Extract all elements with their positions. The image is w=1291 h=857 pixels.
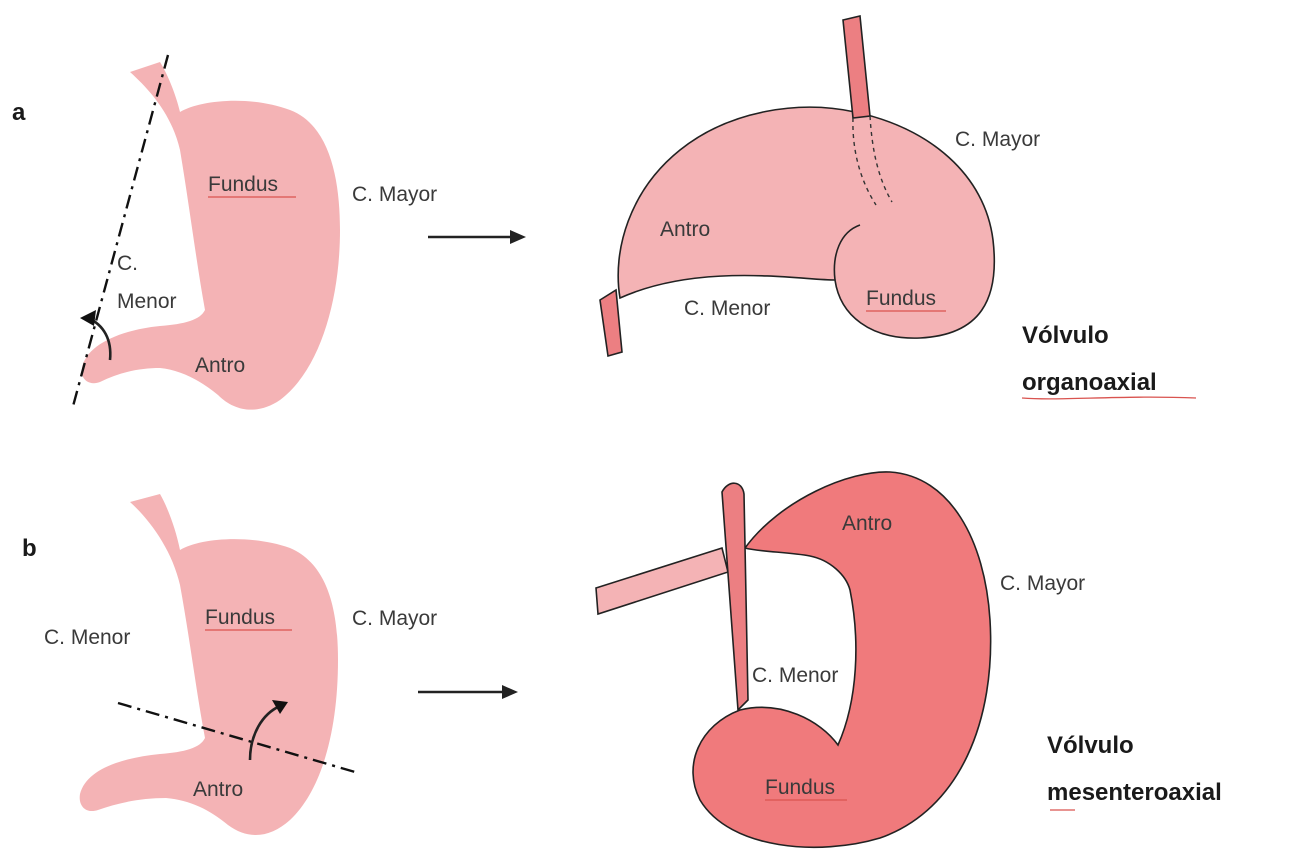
panel-b-before-c-mayor: C. Mayor [352, 607, 437, 630]
panel-a-organoaxial-stomach: C. Mayor Antro C. Menor Fundus [600, 16, 1040, 356]
panel-a-rotation-arrowhead [80, 310, 96, 326]
panel-b-before-c-menor: C. Menor [44, 626, 130, 649]
panel-a-volvulus-esophagus [843, 16, 870, 118]
panel-a-before-antro: Antro [195, 354, 245, 377]
panel-b-before-fundus: Fundus [205, 606, 275, 629]
panel-b-title-1: Vólvulo [1047, 732, 1134, 759]
panel-b-normal-stomach: Fundus C. Menor C. Mayor Antro [44, 494, 437, 835]
panel-a-after-c-mayor: C. Mayor [955, 128, 1040, 151]
panel-a-before-fundus: Fundus [208, 173, 278, 196]
panel-b-after-c-mayor: C. Mayor [1000, 572, 1085, 595]
panel-b-title-2: mesenteroaxial [1047, 779, 1222, 806]
panel-b-volvulus-duodenum [596, 548, 728, 614]
panel-b-after-c-menor: C. Menor [752, 664, 838, 687]
panel-a-normal-stomach: Fundus C. Mayor C. Menor Antro [72, 55, 437, 410]
panel-b-mesenteroaxial-stomach: Antro C. Mayor C. Menor Fundus [596, 472, 1085, 847]
panel-b-after-antro: Antro [842, 512, 892, 535]
panel-b: b Fundus C. Menor C. Mayor Antro An [22, 472, 1222, 847]
panel-a-after-c-menor: C. Menor [684, 297, 770, 320]
panel-b-after-fundus: Fundus [765, 776, 835, 799]
panel-b-volvulus-esophagus [722, 483, 748, 710]
panel-b-before-antro: Antro [193, 778, 243, 801]
panel-a-after-fundus: Fundus [866, 287, 936, 310]
panel-a-before-c-menor-2: Menor [117, 290, 177, 313]
panel-a-title-1: Vólvulo [1022, 322, 1109, 349]
panel-a-title-2: organoaxial [1022, 369, 1157, 396]
panel-a-title-underline [1022, 397, 1196, 399]
panel-a: a Fundus C. Mayor C. Menor Antro [12, 16, 1196, 410]
panel-a-transition-arrow [428, 230, 526, 244]
panel-a-after-antro: Antro [660, 218, 710, 241]
panel-a-volvulus-duodenum [600, 290, 622, 356]
panel-b-transition-arrow [418, 685, 518, 699]
panel-a-before-c-mayor: C. Mayor [352, 183, 437, 206]
panel-a-letter: a [12, 99, 26, 126]
panel-b-letter: b [22, 535, 37, 562]
panel-a-before-c-menor-1: C. [117, 252, 138, 275]
